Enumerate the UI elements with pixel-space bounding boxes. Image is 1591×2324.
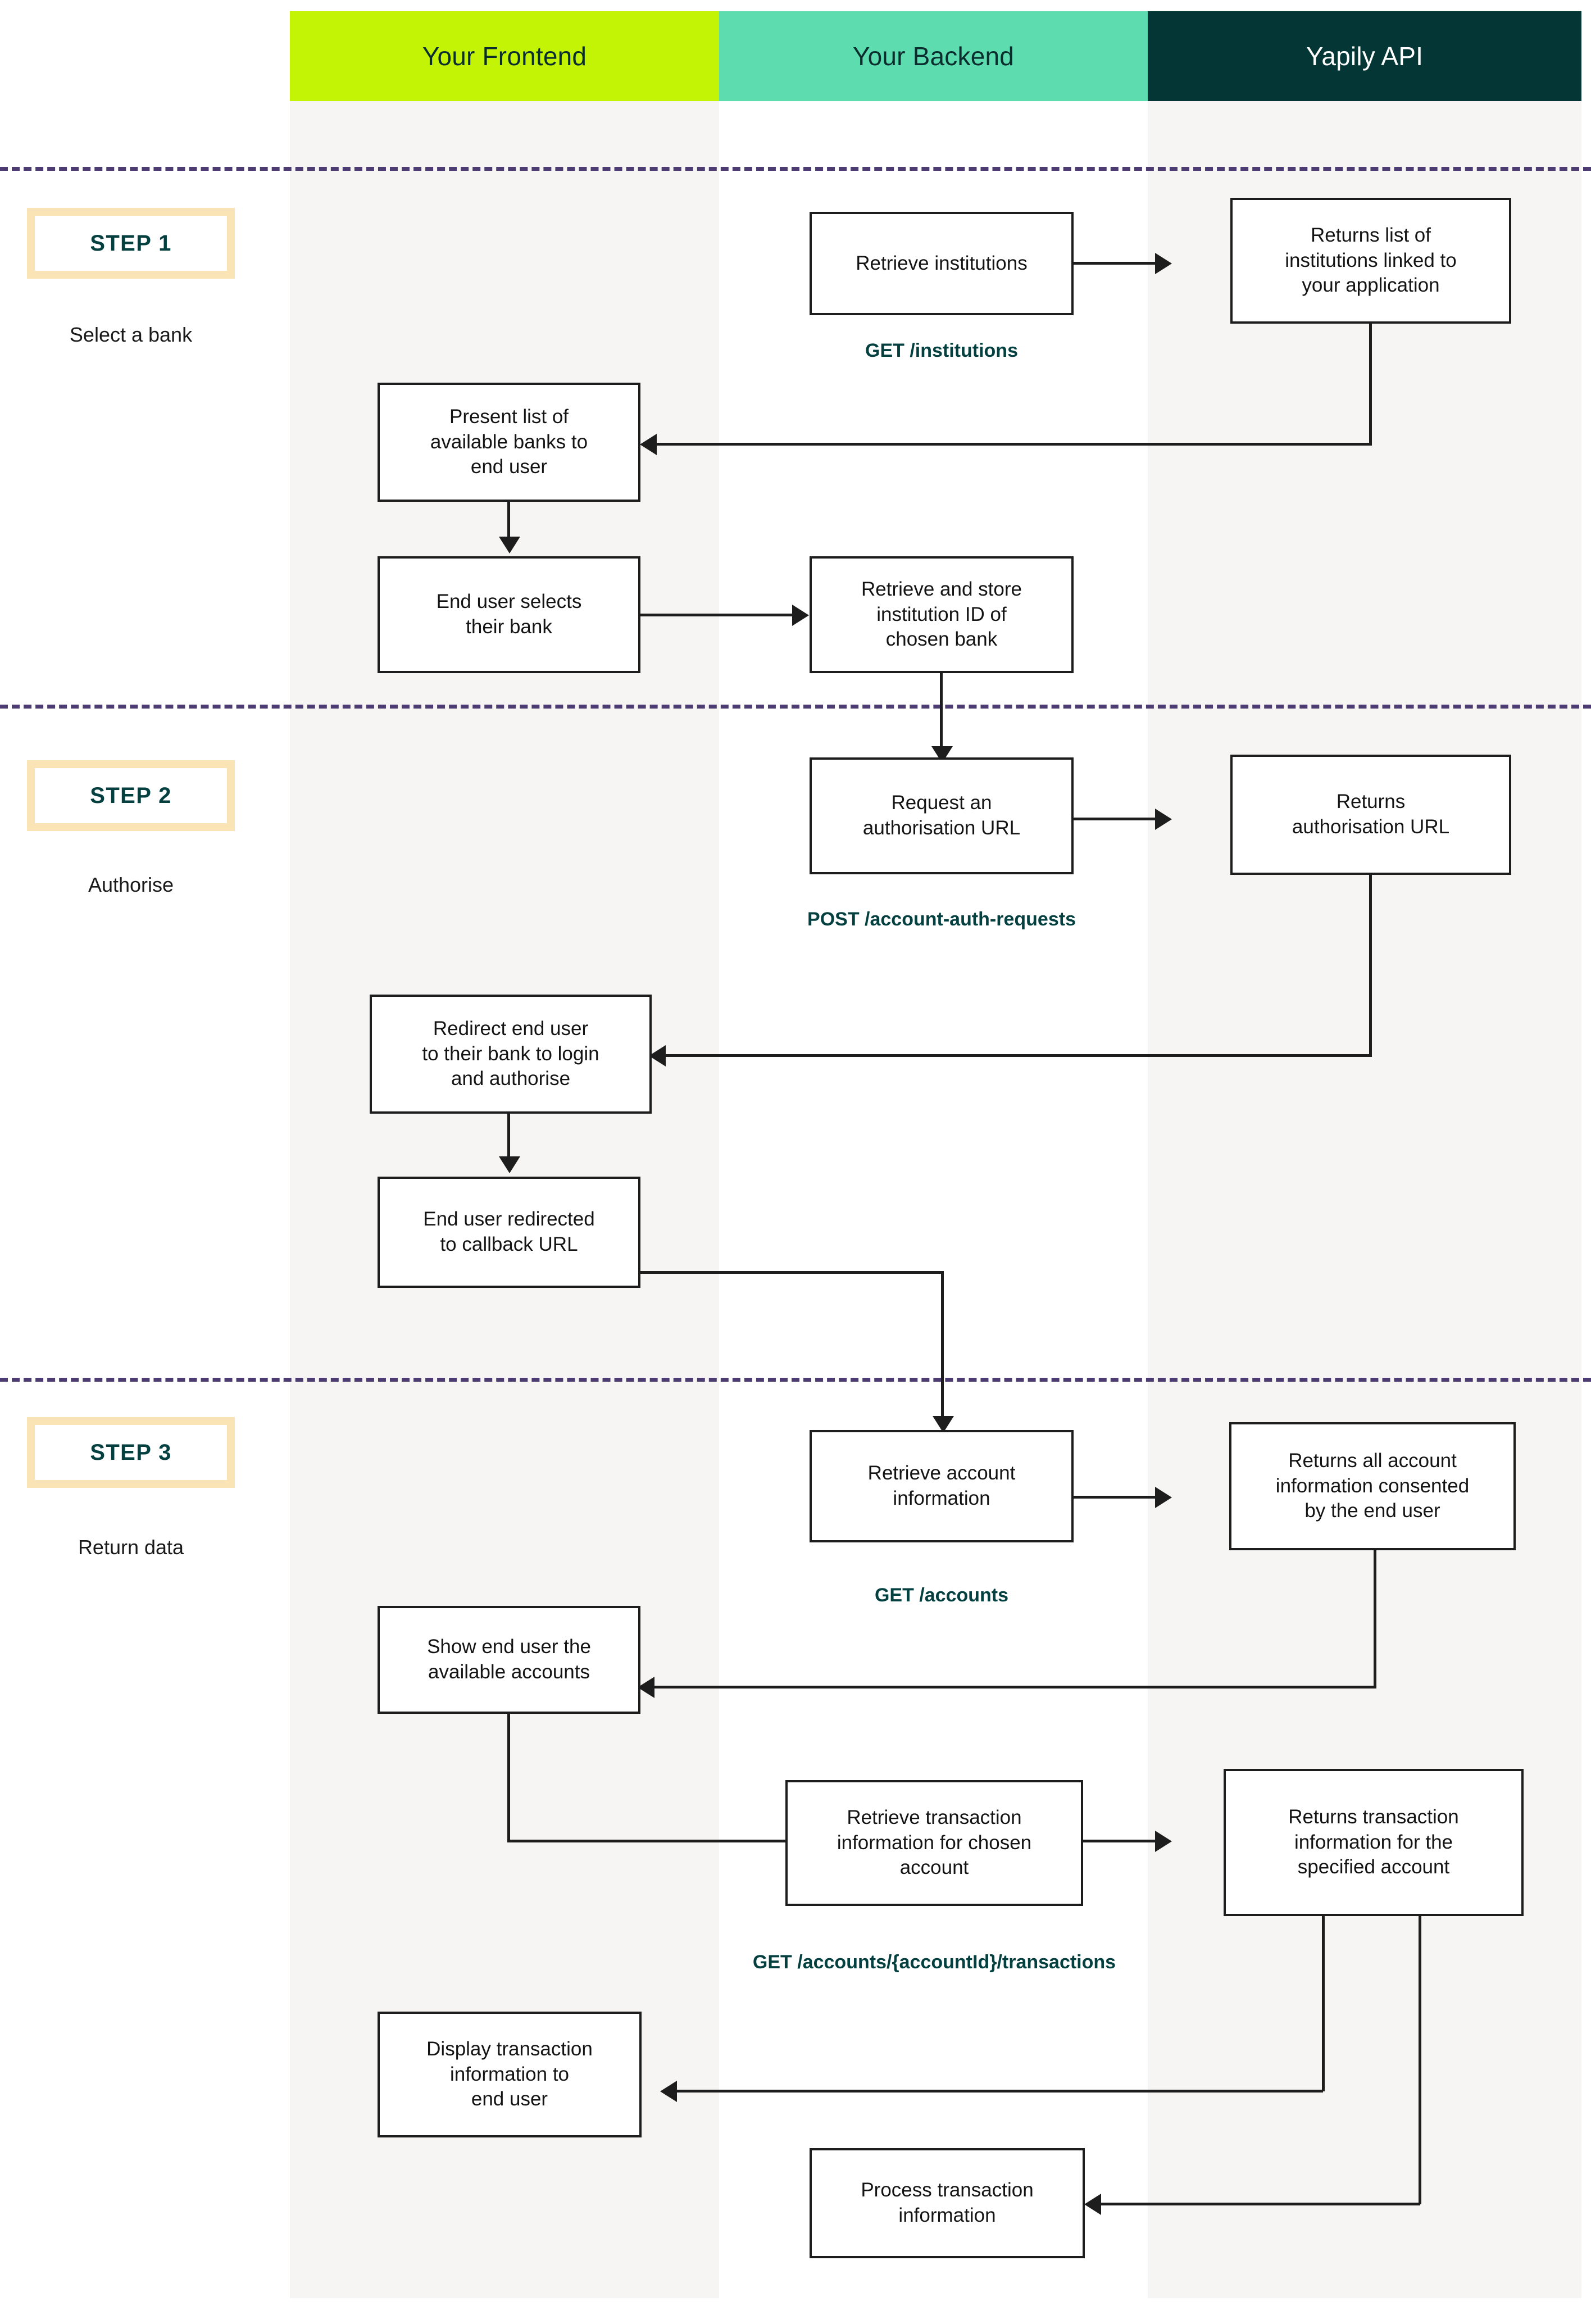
step-caption-2-label: Authorise: [88, 873, 174, 896]
node-end-user-selects-bank[interactable]: End user selects their bank: [378, 556, 640, 673]
endpoint-post-auth-requests: POST /account-auth-requests: [753, 909, 1130, 930]
step-caption-1: Select a bank: [27, 323, 235, 347]
node-returns-auth-url-label: Returns authorisation URL: [1292, 791, 1450, 838]
node-display-transaction-info-label: Display transaction information to end u…: [426, 2037, 593, 2110]
step-badge-2: STEP 2: [27, 760, 235, 831]
connector-transactions-return-display-vertical: [1322, 1916, 1325, 2091]
connector-institutions-request: [1074, 262, 1155, 265]
node-returns-institutions-label: Returns list of institutions linked to y…: [1285, 224, 1457, 297]
step-caption-1-label: Select a bank: [69, 323, 193, 346]
node-returns-auth-url[interactable]: Returns authorisation URL: [1230, 755, 1511, 875]
endpoint-get-institutions: GET /institutions: [810, 340, 1074, 362]
step-caption-3-label: Return data: [78, 1536, 184, 1559]
connector-present-to-select: [507, 502, 510, 540]
node-end-user-selects-bank-label: End user selects their bank: [436, 591, 582, 638]
endpoint-get-transactions: GET /accounts/{accountId}/transactions: [724, 1951, 1145, 1973]
arrowhead-auth-return: [649, 1045, 666, 1066]
connector-store-to-request-auth: [940, 673, 943, 750]
endpoint-get-institutions-label: GET /institutions: [865, 340, 1018, 361]
connector-callback-to-accounts-horizontal: [640, 1271, 944, 1274]
node-returns-institutions[interactable]: Returns list of institutions linked to y…: [1230, 198, 1511, 324]
step-badge-1-label: STEP 1: [90, 230, 172, 256]
connector-select-to-store: [640, 614, 792, 616]
node-retrieve-transaction-info[interactable]: Retrieve transaction information for cho…: [785, 1780, 1083, 1906]
node-show-available-accounts[interactable]: Show end user the available accounts: [378, 1606, 640, 1714]
arrowhead-accounts-return: [638, 1677, 654, 1698]
node-request-auth-url-label: Request an authorisation URL: [862, 792, 1021, 839]
lane-background-backend: [719, 101, 1148, 2298]
arrowhead-auth-request: [1155, 809, 1172, 830]
step-divider-1: [0, 167, 1591, 171]
node-retrieve-institutions[interactable]: Retrieve institutions: [810, 212, 1074, 315]
lane-header-yapily: Yapily API: [1148, 11, 1581, 101]
connector-auth-request: [1074, 818, 1155, 820]
node-process-transaction-info[interactable]: Process transaction information: [810, 2148, 1085, 2258]
node-store-institution-id[interactable]: Retrieve and store institution ID of cho…: [810, 556, 1074, 673]
connector-callback-to-accounts-vertical: [941, 1271, 944, 1420]
node-end-user-redirected-callback[interactable]: End user redirected to callback URL: [378, 1177, 640, 1288]
lane-header-yapily-label: Yapily API: [1306, 42, 1424, 71]
step-caption-2: Authorise: [27, 873, 235, 897]
node-returns-transaction-info-label: Returns transaction information for the …: [1288, 1805, 1459, 1878]
step-divider-2: [0, 705, 1591, 709]
step-badge-2-label: STEP 2: [90, 783, 172, 808]
lane-header-frontend-label: Your Frontend: [422, 42, 587, 71]
node-returns-transaction-info[interactable]: Returns transaction information for the …: [1224, 1769, 1524, 1916]
connector-transactions-return-process-vertical: [1419, 1916, 1421, 2204]
node-end-user-redirected-callback-label: End user redirected to callback URL: [423, 1208, 595, 1255]
connector-transactions-return-process-horizontal: [1101, 2203, 1420, 2205]
arrowhead-transactions-return-display: [660, 2081, 677, 2102]
connector-institutions-return-horizontal: [657, 443, 1372, 446]
endpoint-get-accounts-label: GET /accounts: [874, 1585, 1009, 1606]
node-store-institution-id-label: Retrieve and store institution ID of cho…: [861, 578, 1022, 651]
arrowhead-institutions-request: [1155, 253, 1172, 274]
node-show-available-accounts-label: Show end user the available accounts: [427, 1636, 591, 1683]
node-returns-account-info-label: Returns all account information consente…: [1275, 1449, 1470, 1522]
endpoint-get-transactions-label: GET /accounts/{accountId}/transactions: [752, 1951, 1116, 1973]
step-badge-3-label: STEP 3: [90, 1440, 172, 1465]
step-divider-3: [0, 1378, 1591, 1382]
node-retrieve-account-info[interactable]: Retrieve account information: [810, 1430, 1074, 1542]
connector-accounts-request: [1074, 1496, 1155, 1499]
step-caption-3: Return data: [27, 1536, 235, 1559]
node-redirect-end-user[interactable]: Redirect end user to their bank to login…: [370, 995, 652, 1114]
connector-redirect-to-callback: [507, 1114, 510, 1160]
connector-institutions-return-vertical: [1369, 324, 1372, 444]
lane-background-yapily: [1148, 101, 1581, 2298]
node-retrieve-account-info-label: Retrieve account information: [867, 1462, 1016, 1509]
connector-auth-return-vertical: [1369, 875, 1372, 1056]
step-badge-3: STEP 3: [27, 1417, 235, 1488]
arrowhead-redirect-to-callback: [499, 1156, 520, 1173]
arrowhead-accounts-request: [1155, 1487, 1172, 1508]
arrowhead-institutions-return: [640, 434, 657, 455]
connector-accounts-to-transactions-vertical: [507, 1714, 510, 1842]
connector-accounts-return-horizontal: [654, 1686, 1376, 1688]
connector-accounts-to-transactions-horizontal: [507, 1840, 787, 1842]
endpoint-get-accounts: GET /accounts: [810, 1585, 1074, 1606]
node-retrieve-transaction-info-label: Retrieve transaction information for cho…: [837, 1806, 1032, 1879]
connector-auth-return-horizontal: [666, 1054, 1372, 1057]
arrowhead-transactions-return-process: [1084, 2194, 1101, 2215]
arrowhead-select-to-store: [792, 605, 809, 626]
node-request-auth-url[interactable]: Request an authorisation URL: [810, 757, 1074, 874]
node-present-list-banks[interactable]: Present list of available banks to end u…: [378, 383, 640, 502]
connector-transactions-return-display-horizontal: [677, 2090, 1323, 2092]
lane-header-backend: Your Backend: [719, 11, 1148, 101]
node-retrieve-institutions-label: Retrieve institutions: [856, 252, 1028, 274]
node-display-transaction-info[interactable]: Display transaction information to end u…: [378, 2012, 642, 2137]
node-returns-account-info[interactable]: Returns all account information consente…: [1229, 1422, 1516, 1550]
arrowhead-transactions-request: [1155, 1831, 1172, 1852]
connector-accounts-return-vertical: [1374, 1550, 1376, 1688]
arrowhead-present-to-select: [499, 537, 520, 553]
endpoint-post-auth-requests-label: POST /account-auth-requests: [807, 909, 1076, 930]
connector-transactions-request: [1083, 1840, 1155, 1842]
step-badge-1: STEP 1: [27, 208, 235, 279]
lane-header-backend-label: Your Backend: [852, 42, 1015, 71]
node-process-transaction-info-label: Process transaction information: [861, 2179, 1034, 2226]
node-redirect-end-user-label: Redirect end user to their bank to login…: [422, 1017, 599, 1090]
node-present-list-banks-label: Present list of available banks to end u…: [430, 405, 588, 478]
lane-header-frontend: Your Frontend: [290, 11, 719, 101]
